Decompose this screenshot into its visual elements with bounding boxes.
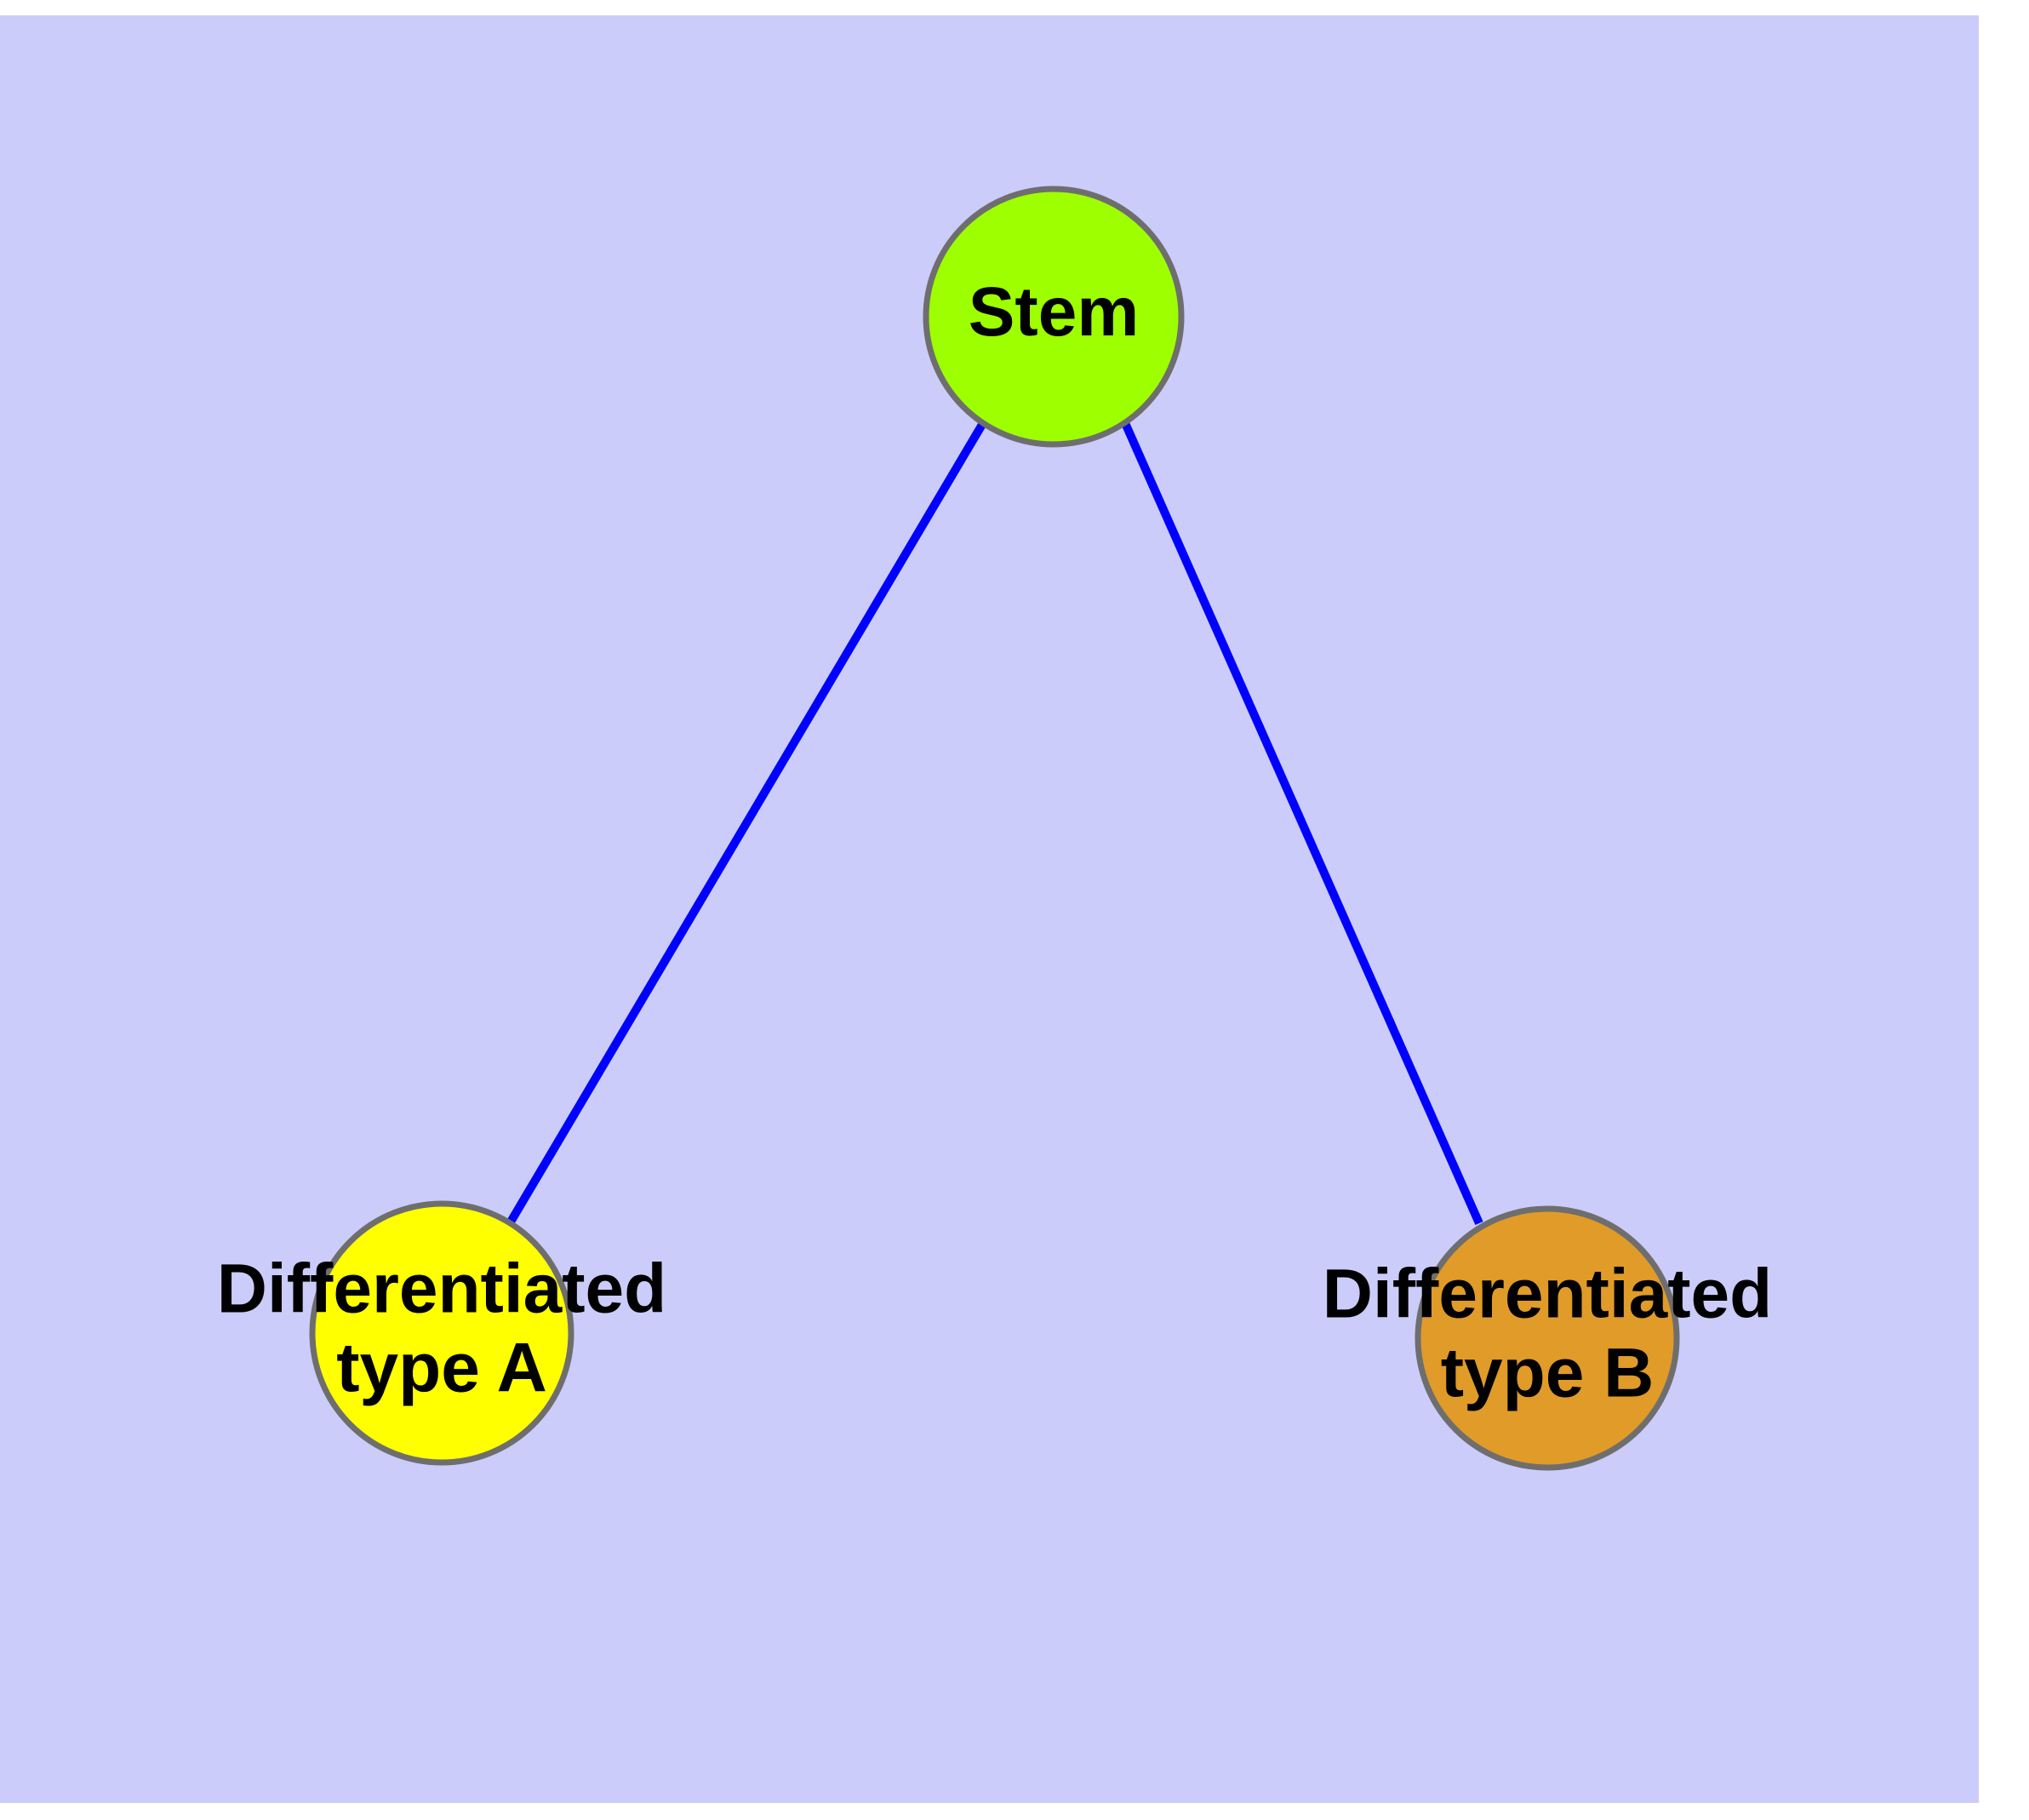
node-label-line: type B: [1441, 1334, 1655, 1411]
node-label-line: Differentiated: [1323, 1255, 1773, 1332]
edge-stem-to-diff-b: [1121, 421, 1483, 1226]
node-stem[interactable]: [923, 186, 1185, 448]
node-label-stem: Stem: [969, 273, 1140, 351]
nodes-layer: [309, 186, 1680, 1471]
edges-layer: [506, 421, 1483, 1226]
node-label-line: Differentiated: [217, 1250, 667, 1327]
node-diff_b[interactable]: [1415, 1205, 1680, 1471]
node-diff_a[interactable]: [309, 1200, 574, 1466]
node-label-line: Stem: [969, 273, 1140, 351]
edge-stem-to-diff-a: [506, 421, 987, 1226]
node-label-line: type A: [336, 1329, 547, 1406]
